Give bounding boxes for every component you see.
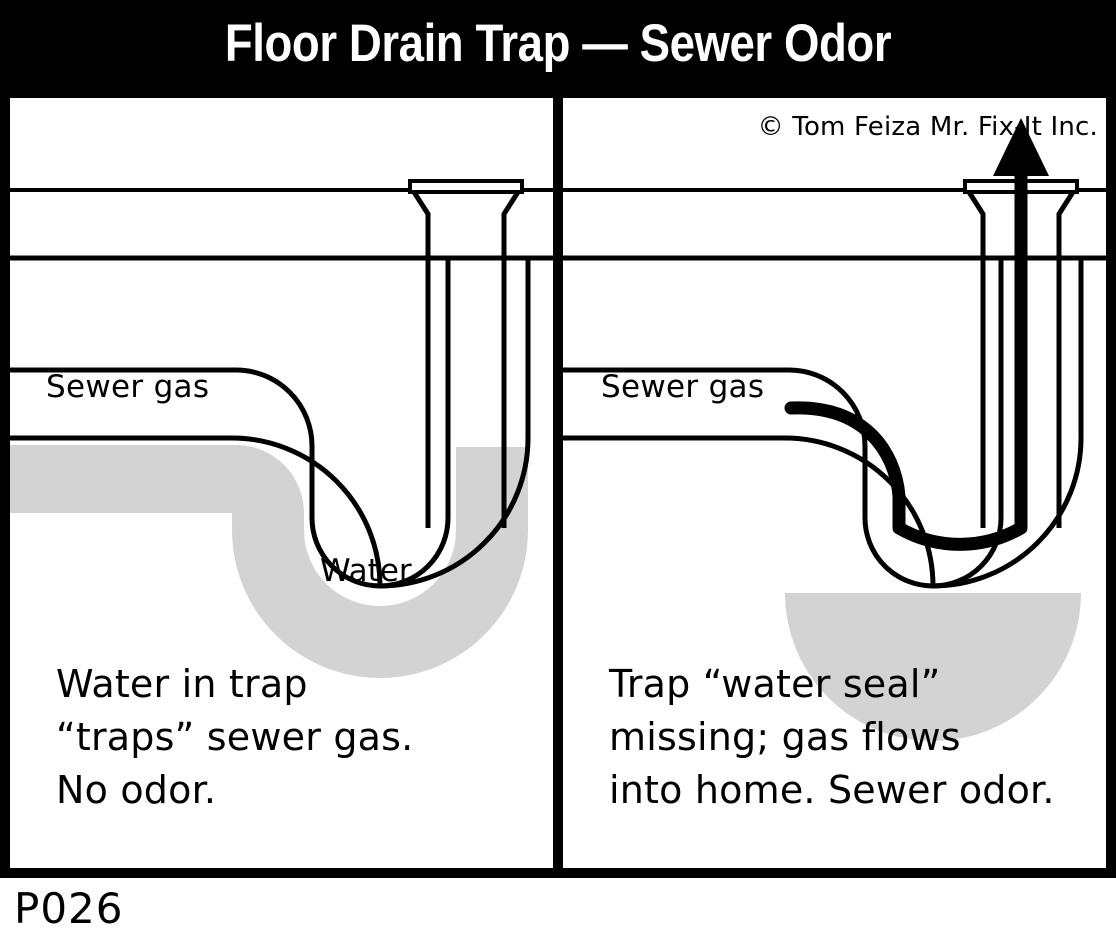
caption-right: Trap “water seal” missing; gas flows int… <box>609 662 1055 812</box>
caption-left: Water in trap “traps” sewer gas. No odor… <box>56 662 414 812</box>
drain-throat-right-side <box>501 190 521 258</box>
water-fill-right <box>785 593 1081 741</box>
label-water: Water <box>320 553 412 589</box>
water-fill-left <box>10 445 528 678</box>
label-sewer-gas-left: Sewer gas <box>46 369 210 405</box>
label-sewer-gas-right: Sewer gas <box>601 369 765 405</box>
pipe-inner-wall <box>563 258 1084 589</box>
drain-throat-left-side <box>966 190 986 258</box>
drain-grate-icon <box>408 179 524 194</box>
figure-code: P026 <box>14 884 124 933</box>
pipe-outer-wall <box>563 258 1004 589</box>
diagram-frame: Sewer gas Water Water in trap “traps” se… <box>0 88 1116 878</box>
page-title: Floor Drain Trap — Sewer Odor <box>224 14 892 73</box>
right-trap-illustration <box>563 118 1106 741</box>
drain-throat-right-side <box>1056 190 1076 258</box>
left-trap-illustration <box>10 179 553 678</box>
drain-throat-left-side <box>411 190 431 258</box>
copyright-notice: © Tom Feiza Mr. Fix-It Inc. <box>757 112 1098 142</box>
sewer-gas-flow-arrow <box>784 151 1028 551</box>
panel-working-trap: Sewer gas Water Water in trap “traps” se… <box>10 98 553 868</box>
title-band: Floor Drain Trap — Sewer Odor <box>0 0 1116 90</box>
panel-dry-trap: © Tom Feiza Mr. Fix-It Inc. Sewer gas Tr… <box>563 98 1106 868</box>
sewer-gas-arrowhead-icon <box>993 118 1049 176</box>
pipe-outer-wall <box>10 258 451 589</box>
pipe-inner-wall <box>10 258 531 589</box>
